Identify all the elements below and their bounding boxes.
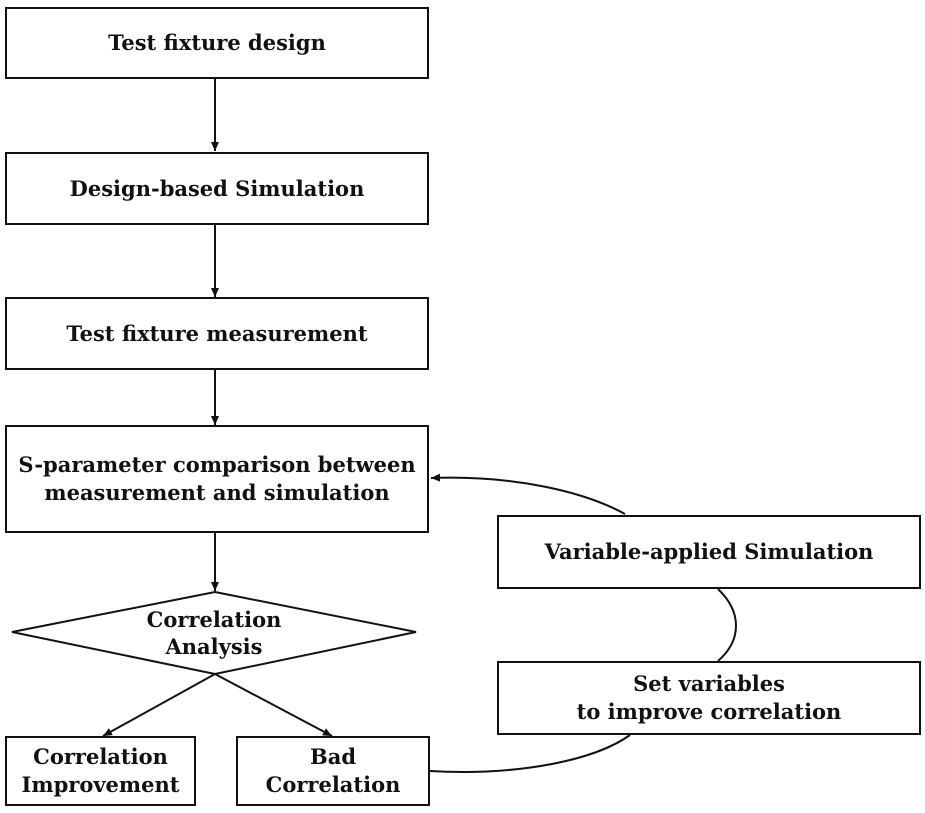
s-parameter-comparison-line2: measurement and simulation bbox=[44, 480, 390, 505]
arrow-analysis-to-bad-correlation bbox=[214, 673, 333, 737]
bad-correlation-line1: Bad bbox=[309, 744, 357, 770]
set-variables-box: Set variables to improve correlation bbox=[497, 661, 921, 735]
s-parameter-comparison-box: S-parameter comparison between measureme… bbox=[5, 425, 429, 533]
test-fixture-design-box: Test fixture design bbox=[5, 7, 429, 79]
variable-applied-simulation-label: Variable-applied Simulation bbox=[544, 539, 874, 565]
correlation-improvement-line2: Improvement bbox=[21, 772, 180, 797]
arrow-analysis-to-improvement bbox=[102, 673, 216, 737]
set-variables-line1: Set variables bbox=[633, 671, 785, 697]
correlation-analysis-label: Correlation Analysis bbox=[12, 594, 416, 672]
correlation-analysis-line2: Analysis bbox=[165, 634, 263, 659]
set-variables-line2: to improve correlation bbox=[576, 699, 842, 724]
correlation-improvement-line1: Correlation bbox=[33, 744, 168, 770]
correlation-analysis-line1: Correlation bbox=[146, 606, 282, 632]
arrow-variable-simulation-to-comparison bbox=[430, 473, 626, 515]
design-based-simulation-label: Design-based Simulation bbox=[69, 175, 365, 201]
curve-set-variables-to-variable-simulation bbox=[717, 588, 737, 662]
correlation-improvement-box: Correlation Improvement bbox=[5, 736, 196, 806]
variable-applied-simulation-box: Variable-applied Simulation bbox=[497, 515, 921, 589]
test-fixture-measurement-label: Test fixture measurement bbox=[66, 320, 368, 346]
design-based-simulation-box: Design-based Simulation bbox=[5, 152, 429, 225]
bad-correlation-box: Bad Correlation bbox=[236, 736, 430, 806]
test-fixture-design-label: Test fixture design bbox=[108, 30, 326, 56]
curve-bad-correlation-to-set-variables bbox=[429, 734, 631, 773]
bad-correlation-line2: Correlation bbox=[265, 772, 401, 797]
test-fixture-measurement-box: Test fixture measurement bbox=[5, 297, 429, 370]
s-parameter-comparison-line1: S-parameter comparison between bbox=[18, 452, 416, 478]
